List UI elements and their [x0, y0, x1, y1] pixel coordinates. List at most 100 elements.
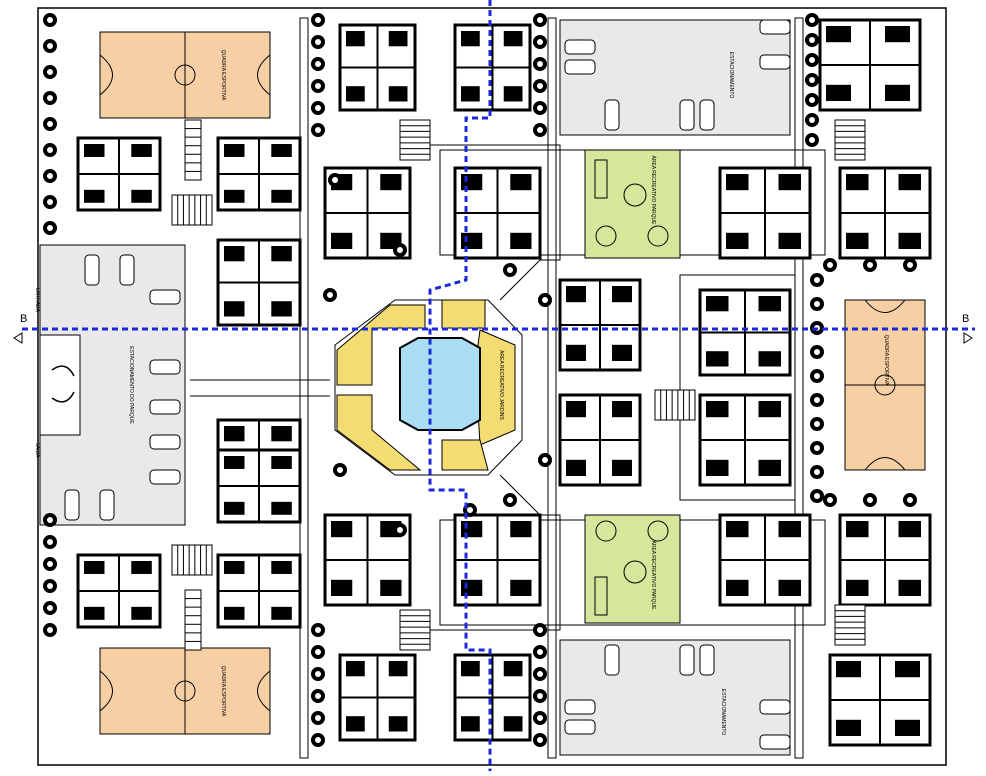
- car-icon: [64, 489, 80, 521]
- tree-icon: [533, 123, 547, 137]
- court-bottom-left: [99, 647, 271, 735]
- tree-icon: [823, 493, 837, 507]
- car-icon: [149, 359, 181, 375]
- housing-block: [216, 553, 302, 629]
- tree-icon: [43, 169, 57, 183]
- car-icon: [759, 19, 791, 35]
- tree-icon: [311, 101, 325, 115]
- tree-icon: [863, 258, 877, 272]
- tree-icon: [810, 273, 824, 287]
- tree-icon: [311, 13, 325, 27]
- tree-icon: [43, 39, 57, 53]
- tree-icon: [533, 623, 547, 637]
- tree-icon: [43, 195, 57, 209]
- housing-block: [453, 653, 532, 742]
- tree-icon: [805, 113, 819, 127]
- housing-block: [558, 393, 642, 487]
- green-area-top: [584, 149, 681, 259]
- tree-icon: [328, 173, 342, 187]
- tree-icon: [43, 91, 57, 105]
- tree-icon: [43, 557, 57, 571]
- stair-icon: [171, 544, 213, 576]
- green-area-top-label: ÁREA RECREATIVO PARQUE: [650, 156, 657, 226]
- stair-icon: [184, 119, 202, 181]
- car-icon: [759, 699, 791, 715]
- car-icon: [679, 99, 695, 131]
- stair-icon: [171, 194, 213, 226]
- car-icon: [149, 434, 181, 450]
- car-icon: [564, 39, 596, 55]
- tree-icon: [311, 645, 325, 659]
- housing-block: [453, 166, 542, 260]
- housing-block: [76, 553, 162, 629]
- housing-block: [338, 23, 417, 112]
- tree-icon: [805, 53, 819, 67]
- tree-icon: [311, 711, 325, 725]
- section-arrow-left: [13, 332, 23, 344]
- housing-block: [558, 278, 642, 372]
- tree-icon: [533, 13, 547, 27]
- central-recreation: [334, 299, 523, 476]
- site-boundary: [37, 7, 947, 766]
- entrance-label: ENTRADA: [34, 288, 40, 313]
- tree-icon: [43, 579, 57, 593]
- tree-icon: [311, 623, 325, 637]
- housing-block: [338, 653, 417, 742]
- tree-icon: [43, 513, 57, 527]
- parking-bottom-right-label: ESTACIONAMENTO: [720, 689, 726, 736]
- tree-icon: [393, 243, 407, 257]
- car-icon: [564, 719, 596, 735]
- housing-block: [698, 288, 792, 377]
- car-icon: [699, 644, 715, 676]
- housing-block: [838, 166, 932, 260]
- tree-icon: [533, 689, 547, 703]
- tree-icon: [805, 73, 819, 87]
- tree-icon: [43, 143, 57, 157]
- tree-icon: [810, 489, 824, 503]
- green-area-bottom-label: ÁREA RECREATIVO PARQUE: [650, 541, 657, 611]
- tree-icon: [810, 369, 824, 383]
- stair-icon: [184, 589, 202, 651]
- court-top-left: [99, 31, 271, 119]
- car-icon: [759, 734, 791, 750]
- court-bottom-left-label: QUADRA ESPORTIVA: [220, 666, 226, 717]
- car-icon: [604, 644, 620, 676]
- housing-block: [76, 136, 162, 212]
- tree-icon: [533, 79, 547, 93]
- tree-icon: [533, 667, 547, 681]
- housing-block: [453, 513, 542, 607]
- exit-label: SAÍDA: [34, 442, 41, 458]
- tree-icon: [810, 465, 824, 479]
- court-right-label: QUADRA ESPORTIVA: [883, 335, 889, 386]
- tree-icon: [538, 453, 552, 467]
- tree-icon: [503, 263, 517, 277]
- housing-block: [828, 653, 932, 747]
- parking-top-right: [559, 19, 791, 136]
- car-icon: [99, 489, 115, 521]
- section-label-left: B: [20, 313, 27, 325]
- tree-icon: [311, 57, 325, 71]
- tree-icon: [823, 258, 837, 272]
- tree-icon: [533, 733, 547, 747]
- stair-icon: [834, 604, 866, 646]
- tree-icon: [43, 623, 57, 637]
- housing-block: [718, 166, 812, 260]
- tree-icon: [311, 667, 325, 681]
- parking-top-right-label: ESTACIONAMENTO: [728, 52, 734, 99]
- tree-icon: [533, 57, 547, 71]
- car-icon: [699, 99, 715, 131]
- stair-icon: [654, 389, 696, 421]
- tree-icon: [43, 535, 57, 549]
- housing-block: [453, 23, 532, 112]
- stair-icon: [399, 609, 431, 651]
- pool: [399, 337, 481, 431]
- tree-icon: [533, 711, 547, 725]
- court-top-left-label: QUADRA ESPORTIVA: [220, 50, 226, 101]
- tree-icon: [810, 297, 824, 311]
- tree-icon: [538, 293, 552, 307]
- tree-icon: [503, 493, 517, 507]
- tree-icon: [393, 523, 407, 537]
- housing-block: [216, 238, 302, 327]
- tree-icon: [533, 35, 547, 49]
